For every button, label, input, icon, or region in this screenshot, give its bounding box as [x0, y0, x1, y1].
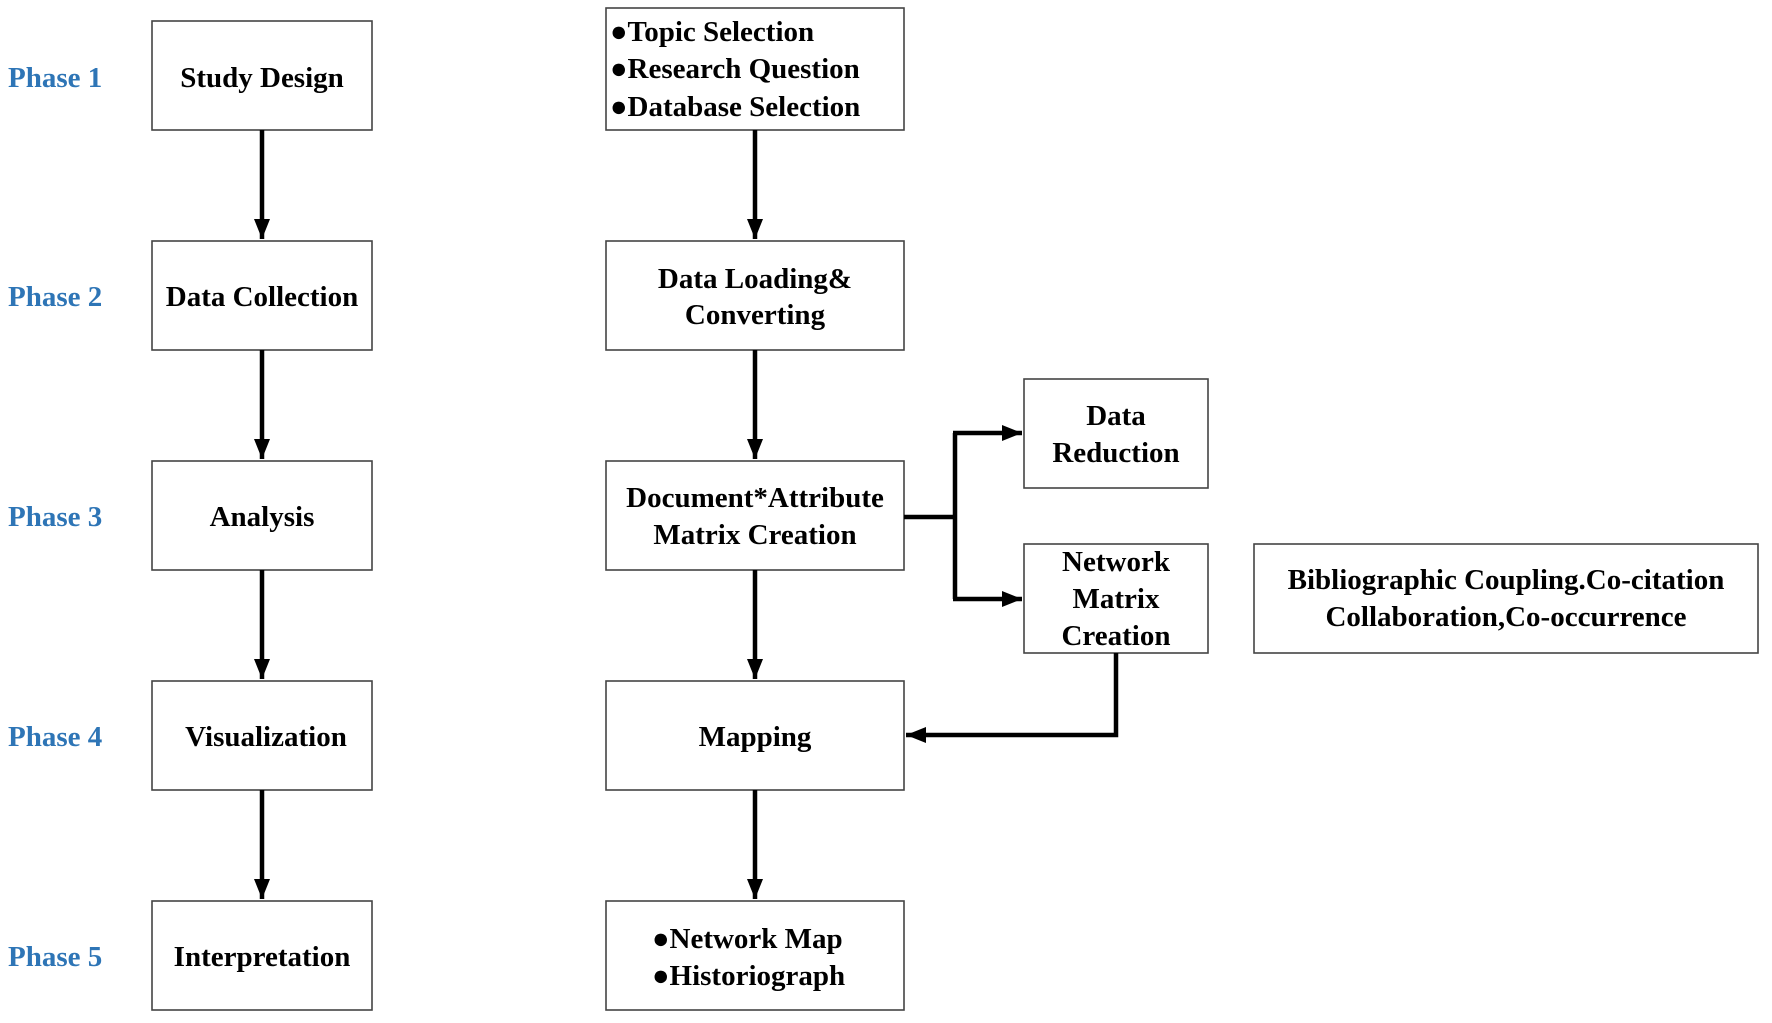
matrix-creation-line2: Matrix Creation: [653, 519, 856, 551]
data-reduction-line1: Data: [1086, 400, 1146, 432]
network-matrix-line2: Matrix: [1073, 583, 1160, 615]
network-types-line2: Collaboration,Co-occurrence: [1325, 601, 1686, 633]
analysis-box: [151, 460, 373, 571]
interpretation-label: Interpretation: [174, 941, 351, 973]
network-types-box: [1253, 543, 1759, 654]
phase-2-label: Phase 2: [8, 281, 102, 313]
data-loading-box: [605, 240, 905, 351]
phase-3-label: Phase 3: [8, 501, 102, 533]
phase-5-label: Phase 5: [8, 941, 102, 973]
matrix-creation-box: [605, 460, 905, 571]
mapping-label: Mapping: [699, 721, 812, 753]
data-loading-line2: Converting: [685, 299, 826, 331]
analysis-label: Analysis: [210, 501, 315, 533]
network-matrix-line1: Network: [1062, 546, 1171, 578]
data-loading-line1: Data Loading&: [658, 263, 852, 295]
network-matrix-box: [1023, 543, 1209, 654]
matrix-creation-line1: Document*Attribute: [626, 482, 884, 514]
phase-4-label: Phase 4: [8, 721, 102, 753]
data-reduction-box: [1023, 378, 1209, 489]
visualization-label: Visualization: [185, 721, 347, 753]
visualization-box: [151, 680, 373, 791]
network-types-line1: Bibliographic Coupling.Co-citation: [1288, 564, 1725, 596]
interpretation-box: [151, 900, 373, 1011]
data-collection-box: [151, 240, 373, 351]
research-question-item: ●Research Question: [610, 53, 860, 85]
data-collection-label: Data Collection: [166, 281, 359, 313]
study-design-label: Study Design: [180, 62, 344, 94]
mapping-box: [605, 680, 905, 791]
phase1-steps-box: [605, 7, 905, 131]
historiograph-item: ●Historiograph: [652, 960, 845, 992]
study-design-box: [151, 20, 373, 131]
database-selection-item: ●Database Selection: [610, 91, 860, 123]
network-matrix-line3: Creation: [1061, 620, 1170, 652]
topic-selection-item: ●Topic Selection: [610, 16, 814, 48]
network-map-item: ●Network Map: [652, 923, 843, 955]
phase5-outputs-box: [605, 900, 905, 1011]
arrow-network-matrix-to-mapping: [906, 653, 1119, 743]
phase-1-label: Phase 1: [8, 62, 102, 94]
data-reduction-line2: Reduction: [1052, 437, 1179, 469]
